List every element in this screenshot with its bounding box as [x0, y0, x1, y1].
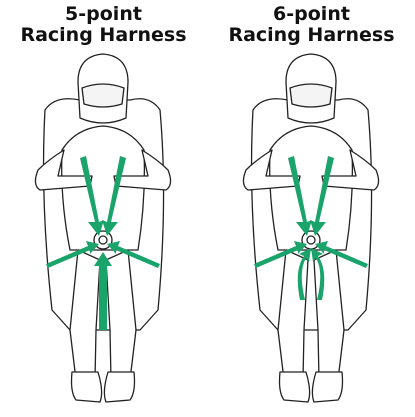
six-point-harness-figure	[208, 0, 415, 417]
five-point-panel: 5-point Racing Harness	[0, 0, 207, 417]
six-point-panel: 6-point Racing Harness	[208, 0, 415, 417]
five-point-harness-figure	[0, 0, 207, 417]
